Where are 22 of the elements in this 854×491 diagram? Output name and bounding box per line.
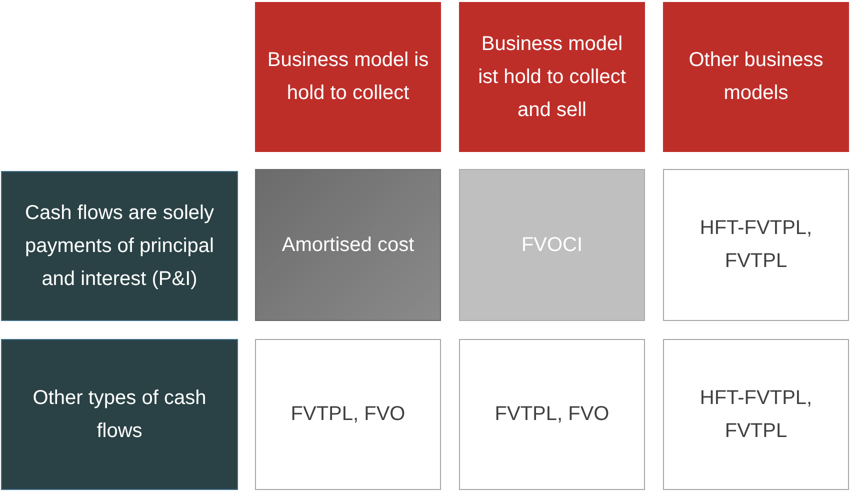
row-header [1,339,238,490]
row-header [1,171,238,321]
cell-text: Business model is hold to collect [266,48,430,106]
matrix-cell [255,339,441,490]
matrix-cell [255,169,441,321]
cell-text: HFT-FVTPL, FVTPL [698,216,814,274]
column-header [459,2,645,152]
column-header [663,2,849,152]
matrix-cell [459,169,645,321]
cell-text: FVOCI [520,232,584,258]
cell-text: HFT-FVTPL, FVTPL [698,386,814,444]
cell-text: FVTPL, FVO [290,402,406,427]
matrix-cell [663,169,849,321]
column-header [255,2,441,152]
matrix-cell [459,339,645,490]
matrix-cell [663,339,849,490]
cell-text: Business model ist hold to collect and sell [477,32,627,122]
cell-text: Other business models [688,48,824,106]
cell-text: Cash flows are solely payments of principal and interest (P&I) [24,200,215,292]
cell-text: FVTPL, FVO [494,402,610,427]
cell-text: Other types of cash flows [32,386,208,444]
cell-text: Amortised cost [280,232,416,258]
